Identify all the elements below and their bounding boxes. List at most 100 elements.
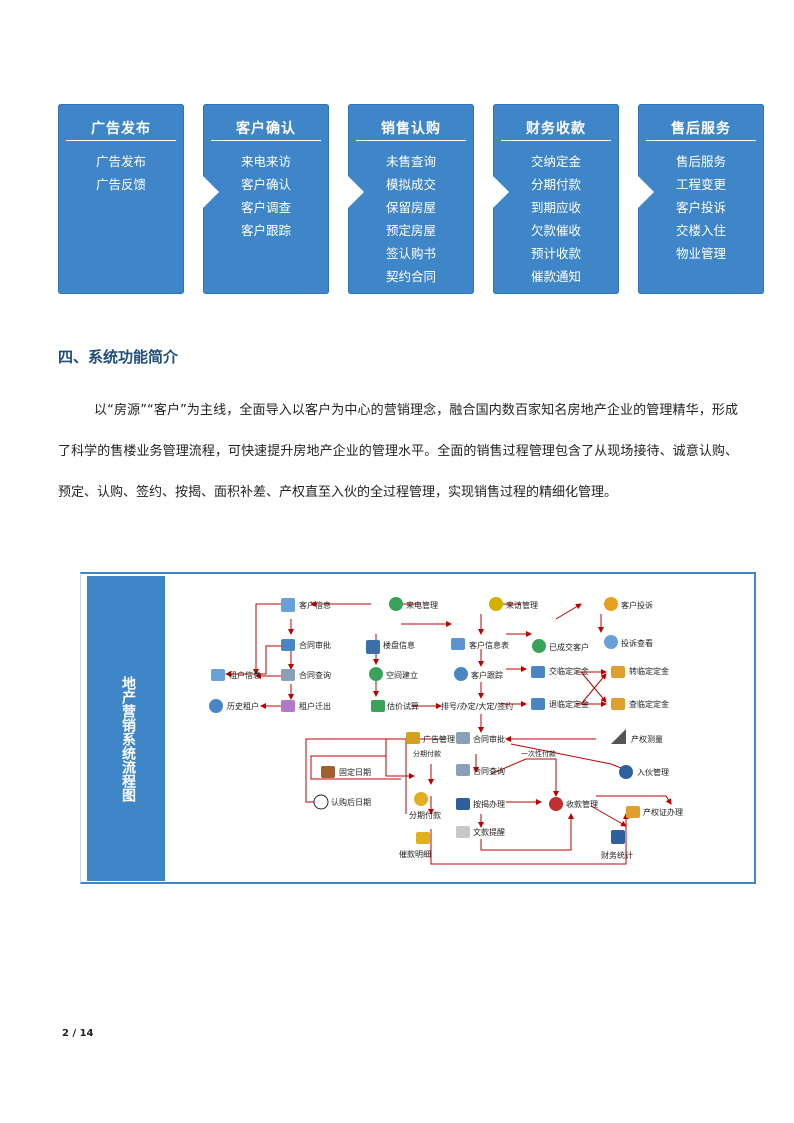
edge xyxy=(591,806,626,826)
visit-icon xyxy=(489,597,503,611)
node-shoukuan: 收款管理 xyxy=(566,799,598,809)
node-gujia: 估价试算 xyxy=(387,701,419,711)
stage-item: 客户跟踪 xyxy=(203,219,329,242)
node-cuikuan: 催款明细 xyxy=(399,849,431,859)
follow-icon xyxy=(454,667,468,681)
stage-item: 客户投诉 xyxy=(638,196,764,219)
deal-customer-icon xyxy=(532,639,546,653)
node-kehu-genzong: 客户跟踪 xyxy=(471,670,503,680)
measure-icon xyxy=(611,729,626,744)
edge xyxy=(581,672,606,702)
flowchart-side-banner: 地产营销系统流程图 xyxy=(87,576,165,881)
node-caiwu: 财务统计 xyxy=(601,850,633,860)
node-zuhu-xinxi: 租户信息 xyxy=(229,670,261,680)
stage-item: 模拟成交 xyxy=(348,173,474,196)
stage-title: 客户确认 xyxy=(209,118,323,138)
flowchart-diagram: 客户信息 来电管理 来访管理 客户投诉 合同审批 楼盘信息 客户信息表 已成交客… xyxy=(171,574,751,884)
property-cert-icon xyxy=(626,806,640,818)
edge-label-fenqi: 分期付款 xyxy=(413,749,441,758)
stage-item: 预定房屋 xyxy=(348,219,474,242)
space-icon xyxy=(369,667,383,681)
contract-query-icon xyxy=(281,669,295,681)
stage-item: 客户调查 xyxy=(203,196,329,219)
process-stage-row: 广告发布 广告发布 广告反馈 客户确认 来电来访 客户确认 客户调查 客户跟踪 … xyxy=(58,104,764,296)
node-kongjian: 空间建立 xyxy=(386,670,418,680)
edge xyxy=(386,739,414,776)
tenant-out-icon xyxy=(281,700,295,712)
stage-item: 催款通知 xyxy=(493,265,619,288)
complaint-view-icon xyxy=(604,635,618,649)
stage-card-kehu: 客户确认 来电来访 客户确认 客户调查 客户跟踪 xyxy=(203,104,329,294)
stage-item: 售后服务 xyxy=(638,150,764,173)
collect-icon xyxy=(549,797,563,811)
node-loupan: 楼盘信息 xyxy=(383,640,415,650)
stage-divider xyxy=(211,140,321,141)
stage-item-list: 售后服务 工程变更 客户投诉 交楼入住 物业管理 xyxy=(638,150,764,265)
stage-item: 到期应收 xyxy=(493,196,619,219)
node-hetong-shenpi-mid: 合同审批 xyxy=(473,734,505,744)
customer-table-icon xyxy=(451,638,465,650)
section-heading: 四、系统功能简介 xyxy=(58,346,178,367)
building-icon xyxy=(366,640,380,654)
edge xyxy=(306,739,321,802)
history-tenant-icon xyxy=(209,699,223,713)
stage-item: 预计收款 xyxy=(493,242,619,265)
node-wenkuan: 文款提醒 xyxy=(473,827,505,837)
node-ruhuo: 入伙管理 xyxy=(637,767,669,777)
check-deposit-icon xyxy=(611,698,625,710)
stage-title: 售后服务 xyxy=(644,118,758,138)
node-guanggao: 广告管理 xyxy=(423,734,455,744)
page-number: 2 / 14 xyxy=(62,1028,94,1039)
stage-item: 客户确认 xyxy=(203,173,329,196)
stage-item: 交楼入住 xyxy=(638,219,764,242)
stage-divider xyxy=(646,140,756,141)
edge xyxy=(511,744,631,772)
contract-approve-icon xyxy=(281,639,295,651)
edge xyxy=(306,739,406,769)
edge xyxy=(491,759,556,796)
complaint-icon xyxy=(604,597,618,611)
node-yichengjiao: 已成交客户 xyxy=(549,642,589,652)
stage-divider xyxy=(356,140,466,141)
edge xyxy=(256,604,281,674)
node-fenqi: 分期付款 xyxy=(409,810,441,820)
stage-card-caiwu: 财务收款 交纳定金 分期付款 到期应收 欠款催收 预计收款 催款通知 xyxy=(493,104,619,294)
stage-item-list: 交纳定金 分期付款 到期应收 欠款催收 预计收款 催款通知 xyxy=(493,150,619,288)
stage-item: 来电来访 xyxy=(203,150,329,173)
node-paihao: 排号/办定/大定/签约 xyxy=(441,701,513,711)
deposit-icon xyxy=(531,666,545,678)
date-after-icon xyxy=(314,795,328,809)
call-icon xyxy=(389,597,403,611)
stage-item: 契约合同 xyxy=(348,265,474,288)
stage-item-list: 来电来访 客户确认 客户调查 客户跟踪 xyxy=(203,150,329,242)
reminder-icon xyxy=(456,826,470,838)
fixed-date-icon xyxy=(321,766,335,778)
node-anjie: 按揭办理 xyxy=(473,799,505,809)
node-hetong-chaxun-mid: 合同查询 xyxy=(473,766,505,776)
edge xyxy=(596,796,671,804)
edge xyxy=(226,646,281,674)
finance-stat-icon xyxy=(611,830,625,844)
stage-item-list: 未售查询 模拟成交 保留房屋 预定房屋 签认购书 契约合同 xyxy=(348,150,474,288)
ad-icon xyxy=(406,732,420,744)
stage-item: 广告发布 xyxy=(58,150,184,173)
node-chanquan-cehui: 产权测量 xyxy=(631,734,663,744)
node-zuhu-qianchu: 租户迁出 xyxy=(299,701,331,711)
node-guding-riqi: 固定日期 xyxy=(339,767,371,777)
node-chanquanzheng: 产权证办理 xyxy=(643,807,683,817)
stage-item: 工程变更 xyxy=(638,173,764,196)
node-hetong-chaxun: 合同查询 xyxy=(299,670,331,680)
stage-card-guanggao: 广告发布 广告发布 广告反馈 xyxy=(58,104,184,294)
intro-paragraph: 以“房源”“客户”为主线，全面导入以客户为中心的营销理念，融合国内数百家知名房地… xyxy=(58,390,738,513)
node-chalin: 查临定定金 xyxy=(629,699,669,709)
tenant-info-icon xyxy=(211,669,225,681)
node-tuilin: 退临定定金 xyxy=(549,699,589,709)
edge xyxy=(556,604,581,619)
node-tousu-chakan: 投诉查看 xyxy=(621,638,653,648)
edge xyxy=(431,814,626,864)
stage-title: 广告发布 xyxy=(64,118,178,138)
installment-icon xyxy=(414,792,428,806)
refund-deposit-icon xyxy=(531,698,545,710)
stage-item: 广告反馈 xyxy=(58,173,184,196)
contract-query2-icon xyxy=(456,764,470,776)
